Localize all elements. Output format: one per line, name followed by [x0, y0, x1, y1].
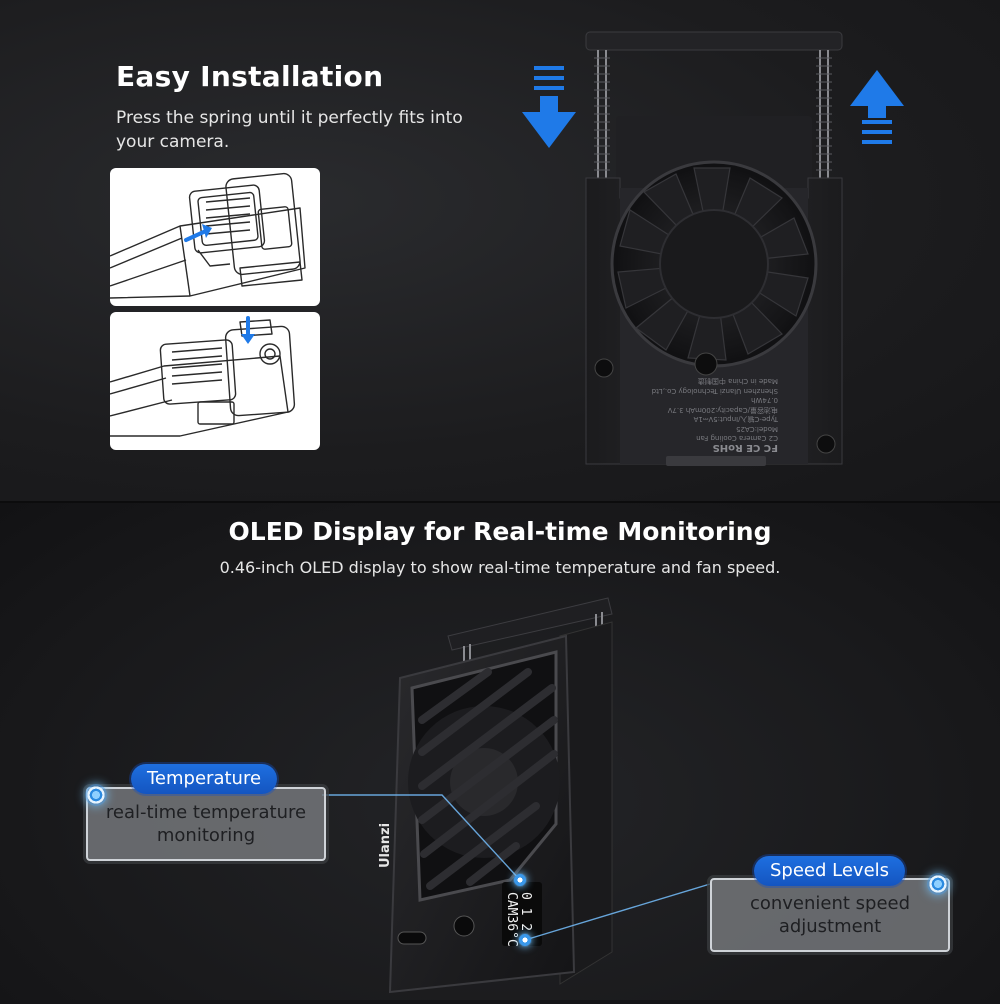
label-line: Type-C输入/Input:5V⎓1A [693, 415, 778, 424]
temperature-callout: real-time temperature monitoring [86, 787, 326, 861]
cooling-fan-front-view [360, 592, 630, 1000]
device-spec-label: FC CE RoHS C2 Camera Cooling Fan Model:C… [648, 376, 778, 454]
temperature-label: Temperature [131, 764, 278, 794]
oled-description: 0.46-inch OLED display to show real-time… [219, 558, 781, 577]
oled-speed-readout: 0 1 2 [518, 892, 533, 932]
installation-step-2-image [110, 312, 320, 450]
certification-marks: FC CE RoHS [712, 442, 778, 453]
label-line: 电池容量/Capacity:200mAh 3.7V 0.74Wh [667, 396, 778, 415]
arrow-up-icon [850, 70, 906, 150]
installation-step-1-image [110, 168, 320, 306]
target-dot-icon [927, 873, 949, 895]
section-divider [0, 501, 1000, 503]
arrow-down-icon [522, 66, 578, 148]
label-line: Shenzhen Ulanzi Technology Co.,Ltd [651, 387, 778, 395]
speed-marker-icon [518, 933, 532, 947]
label-line: C2 Camera Cooling Fan [696, 434, 778, 443]
target-dot-icon [85, 784, 107, 806]
speed-levels-label: Speed Levels [754, 856, 906, 886]
cooling-fan-rear-view [520, 28, 920, 478]
installation-title: Easy Installation [116, 60, 384, 93]
speed-callout: convenient speed adjustment [710, 878, 950, 952]
installation-description: Press the spring until it perfectly fits… [116, 108, 463, 152]
temperature-marker-icon [513, 873, 527, 887]
brand-logo: Ulanzi [378, 822, 393, 868]
label-line: Made in China 中国制造 [697, 377, 778, 386]
speed-callout-text: convenient speed adjustment [749, 893, 911, 937]
temperature-callout-text: real-time temperature monitoring [105, 802, 307, 846]
oled-temperature-readout: CAM36°C [504, 892, 519, 947]
oled-title: OLED Display for Real-time Monitoring [228, 517, 772, 546]
label-line: Model:CA25 [736, 425, 778, 433]
